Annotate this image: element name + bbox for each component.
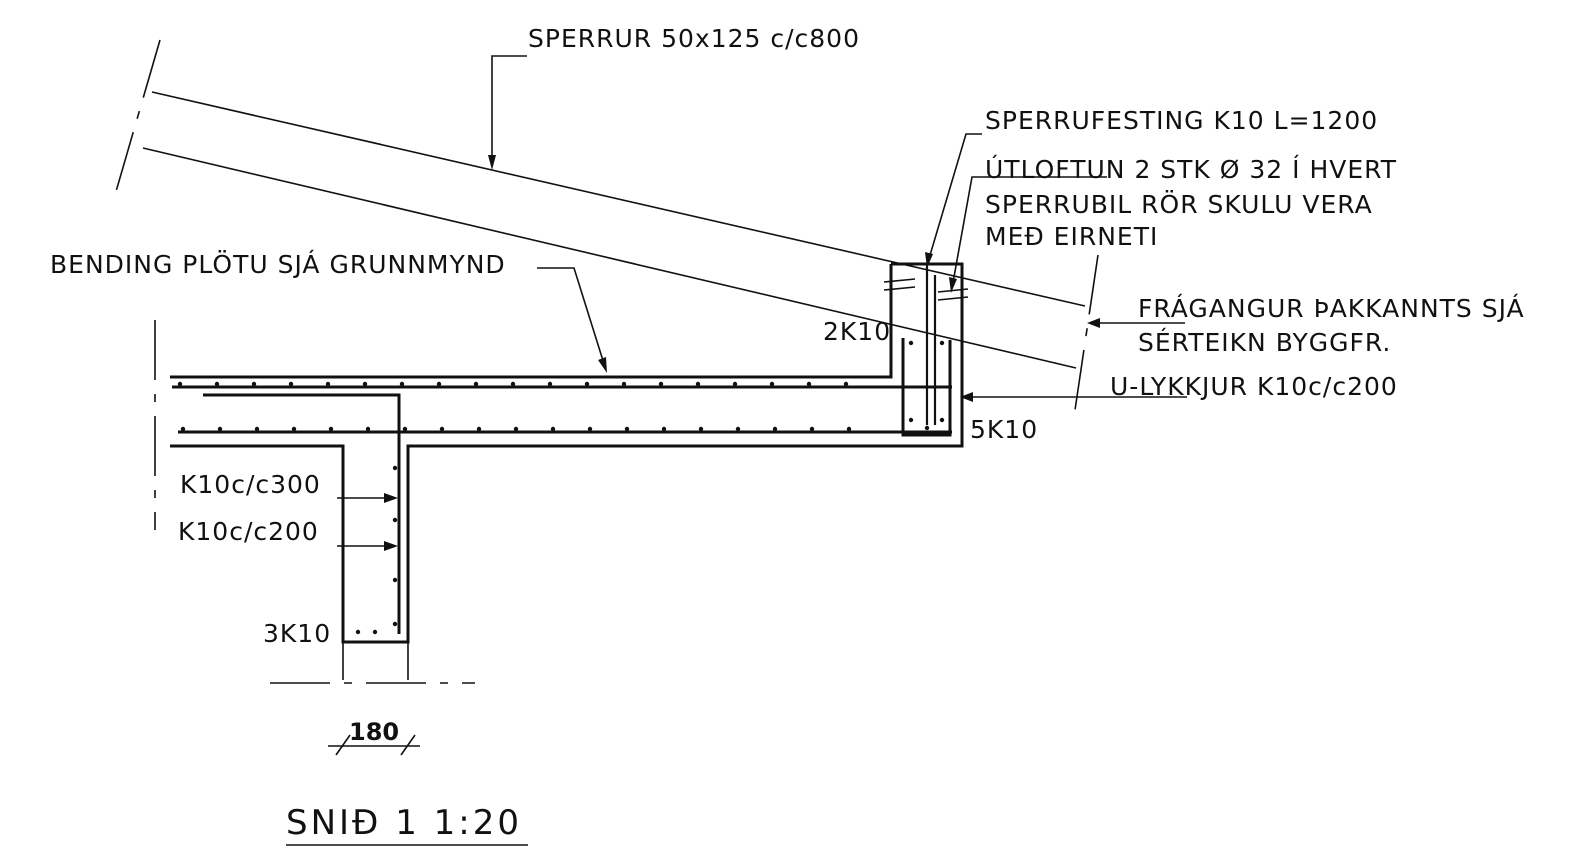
rebar-dot [584, 381, 590, 387]
label-bending: BENDING PLÖTU SJÁ GRUNNMYND [50, 250, 506, 279]
rebar-dot [510, 381, 516, 387]
rebar-dot [392, 465, 398, 471]
rebar-dot [809, 426, 815, 432]
label-sperrur: SPERRUR 50x125 c/c800 [528, 24, 860, 53]
rebar-dot [806, 381, 812, 387]
rebar-dot [372, 629, 378, 635]
rebar-dot [392, 621, 398, 627]
rebar-dot [439, 426, 445, 432]
rebar-dot [908, 340, 914, 346]
title-text: SNIÐ 1 1:20 [286, 803, 522, 843]
slab-reinforcement [172, 264, 969, 634]
rebar-dot [846, 426, 852, 432]
rebar-dot [587, 426, 593, 432]
rebar-dot [177, 381, 183, 387]
leader-lines [337, 55, 1187, 551]
label-3k10: 3K10 [263, 619, 331, 648]
rebar-dot [436, 381, 442, 387]
label-5k10: 5K10 [970, 415, 1038, 444]
rebar-dot [365, 426, 371, 432]
rebar-dot [939, 417, 945, 423]
rebar-dot [924, 425, 930, 431]
rebar-dot [254, 426, 260, 432]
rebar-dot [399, 381, 405, 387]
slab-outline [170, 262, 964, 680]
rebar-dot [291, 426, 297, 432]
rebar-dot [732, 381, 738, 387]
label-sperrufesting: SPERRUFESTING K10 L=1200 [985, 106, 1378, 135]
rebar-dot [328, 426, 334, 432]
width-dimension: 180 [328, 718, 420, 756]
label-utloftun-2: SPERRUBIL RÖR SKULU VERA [985, 190, 1373, 219]
rebar-dot [392, 517, 398, 523]
rebar-dot [658, 381, 664, 387]
rebar-dot [251, 381, 257, 387]
label-k10c300: K10c/c300 [180, 470, 321, 499]
rebar-dot [180, 426, 186, 432]
label-utloftun-1: ÚTLOFTUN 2 STK Ø 32 Í HVERT [985, 154, 1397, 184]
label-fragangur-2: SÉRTEIKN BYGGFR. [1138, 328, 1391, 357]
rebar-dot [939, 340, 945, 346]
rebar-dot [513, 426, 519, 432]
rebar-dot [362, 381, 368, 387]
label-k10c200: K10c/c200 [178, 517, 319, 546]
rebar-dot [624, 426, 630, 432]
rebar-dot [214, 381, 220, 387]
rebar-dot [735, 426, 741, 432]
dimension-value: 180 [349, 718, 399, 746]
label-u-lykkjur: U-LYKKJUR K10c/c200 [1110, 372, 1398, 401]
rebar-dot [908, 417, 914, 423]
rebar-dots [177, 340, 945, 635]
rebar-dot [217, 426, 223, 432]
label-fragangur-1: FRÁGANGUR ÞAKKANNTS SJÁ [1138, 294, 1525, 323]
rebar-dot [661, 426, 667, 432]
label-2k10: 2K10 [823, 317, 891, 346]
rebar-dot [402, 426, 408, 432]
rafter [114, 39, 1099, 411]
rebar-dot [769, 381, 775, 387]
rebar-dot [288, 381, 294, 387]
rebar-dot [476, 426, 482, 432]
label-utloftun-3: MEÐ EIRNETI [985, 222, 1158, 251]
rebar-dot [355, 629, 361, 635]
rebar-dot [843, 381, 849, 387]
rebar-dot [698, 426, 704, 432]
rebar-dot [473, 381, 479, 387]
rebar-dot [547, 381, 553, 387]
rebar-dot [550, 426, 556, 432]
rebar-dot [621, 381, 627, 387]
rebar-dot [772, 426, 778, 432]
annotations: SPERRUR 50x125 c/c800 SPERRUFESTING K10 … [50, 24, 1525, 648]
drawing-title: SNIÐ 1 1:20 [286, 803, 528, 846]
rebar-dot [325, 381, 331, 387]
rebar-dot [392, 577, 398, 583]
rebar-dot [695, 381, 701, 387]
